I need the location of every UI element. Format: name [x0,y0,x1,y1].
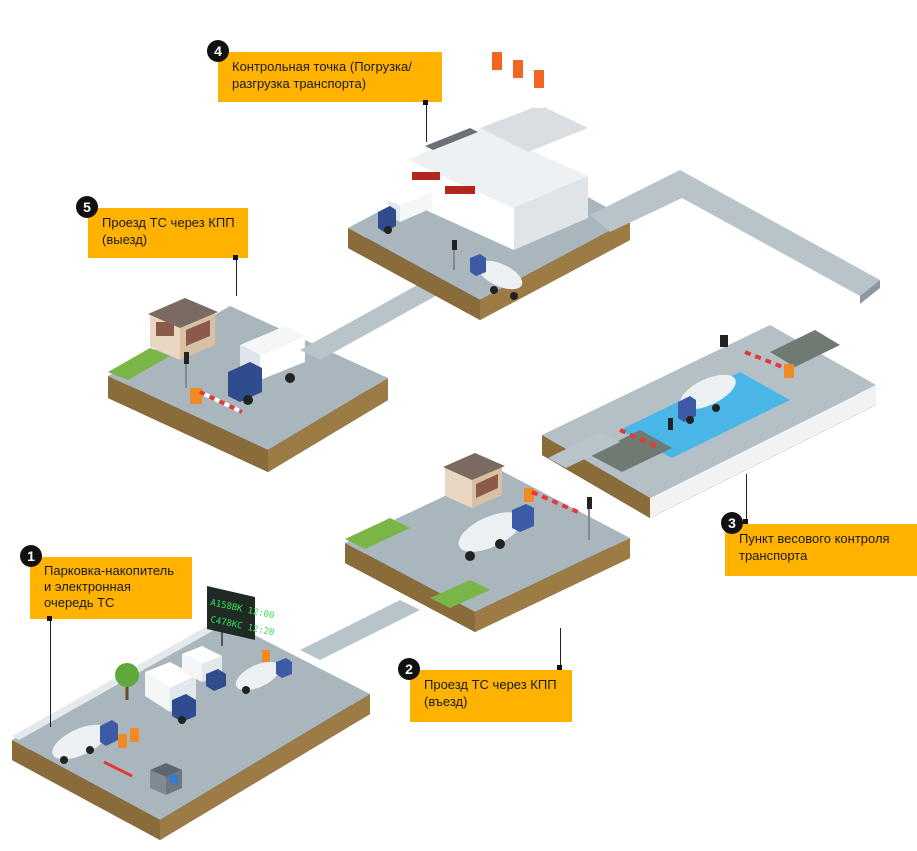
callout-1-line-2: и электронная [44,579,131,594]
tanker-truck-icon [470,254,523,300]
barrier-icon [190,388,243,414]
callout-2-leader-dot [557,665,562,670]
callout-2-line-1: Проезд ТС через КПП [424,677,557,692]
callout-3-leader-dot [743,519,748,524]
callout-4-number: 4 [207,40,229,62]
callout-4-leader [426,102,427,142]
factory-icon [408,40,588,250]
traffic-light-icon [587,497,592,540]
booth-icon [443,453,505,508]
callout-2: Проезд ТС через КПП (въезд) [410,670,572,722]
callout-1: Парковка-накопитель и электронная очеред… [30,557,192,619]
callout-3-line-1: Пункт весового контроля [739,531,890,546]
callout-5: Проезд ТС через КПП (выезд) [88,208,248,258]
callout-1-leader-dot [47,616,52,621]
truck-icon [145,662,196,724]
queue-board [207,586,255,646]
callout-4-line-1: Контрольная точка (Погрузка/ [232,59,412,74]
callout-1-number: 1 [20,545,42,567]
callout-5-leader [236,258,237,296]
road-parking-to-entry [300,600,420,660]
truck-icon [378,186,432,234]
traffic-light-icon [184,352,189,388]
callout-2-number: 2 [398,658,420,680]
truck-icon [228,326,305,405]
tanker-truck-icon [235,658,292,694]
callout-2-leader [560,628,561,670]
callout-5-line-1: Проезд ТС через КПП [102,215,235,230]
callout-5-line-2: (выезд) [102,232,148,247]
platform-weighing-point [542,325,876,518]
platform-exit-checkpoint [108,298,388,472]
booth-icon [148,298,218,360]
tree-icon [115,663,139,700]
platform-loading-point [348,40,630,320]
callout-3-line-2: транспорта [739,548,808,563]
platform-parking-queue: А158ВК 12:00 С478КС 12:20 [12,586,370,840]
callout-4: Контрольная точка (Погрузка/ разгрузка т… [218,52,442,102]
traffic-light-icon [668,335,728,430]
weighing-scale-area [620,372,790,458]
callout-3-number: 3 [721,512,743,534]
callout-1-line-1: Парковка-накопитель [44,563,175,578]
platform-entry-checkpoint [345,453,630,632]
road-loading-to-weighing-edge [860,280,880,304]
callout-2-line-2: (въезд) [424,694,468,709]
road-exit-to-loading [300,278,450,360]
callout-1-line-3: очередь ТС [44,595,115,610]
barrier-icon [619,350,794,450]
road-weighing-to-entry [548,432,620,468]
parking-icon [150,763,182,795]
callout-3-leader [746,474,747,522]
callout-5-number: 5 [76,196,98,218]
barrier-icon [103,650,270,778]
truck-icon [182,646,226,691]
barrier-icon [524,488,579,514]
tanker-truck-icon [52,720,118,764]
callout-4-line-2: разгрузка транспорта) [232,76,367,91]
callout-4-leader-dot [423,100,428,105]
tanker-truck-icon [678,374,736,424]
callout-3: Пункт весового контроля транспорта [725,524,917,576]
callout-1-leader [50,619,51,727]
traffic-light-icon [452,240,457,270]
callout-5-leader-dot [233,255,238,260]
road-loading-to-weighing [590,170,880,296]
tanker-truck-icon [458,504,534,561]
